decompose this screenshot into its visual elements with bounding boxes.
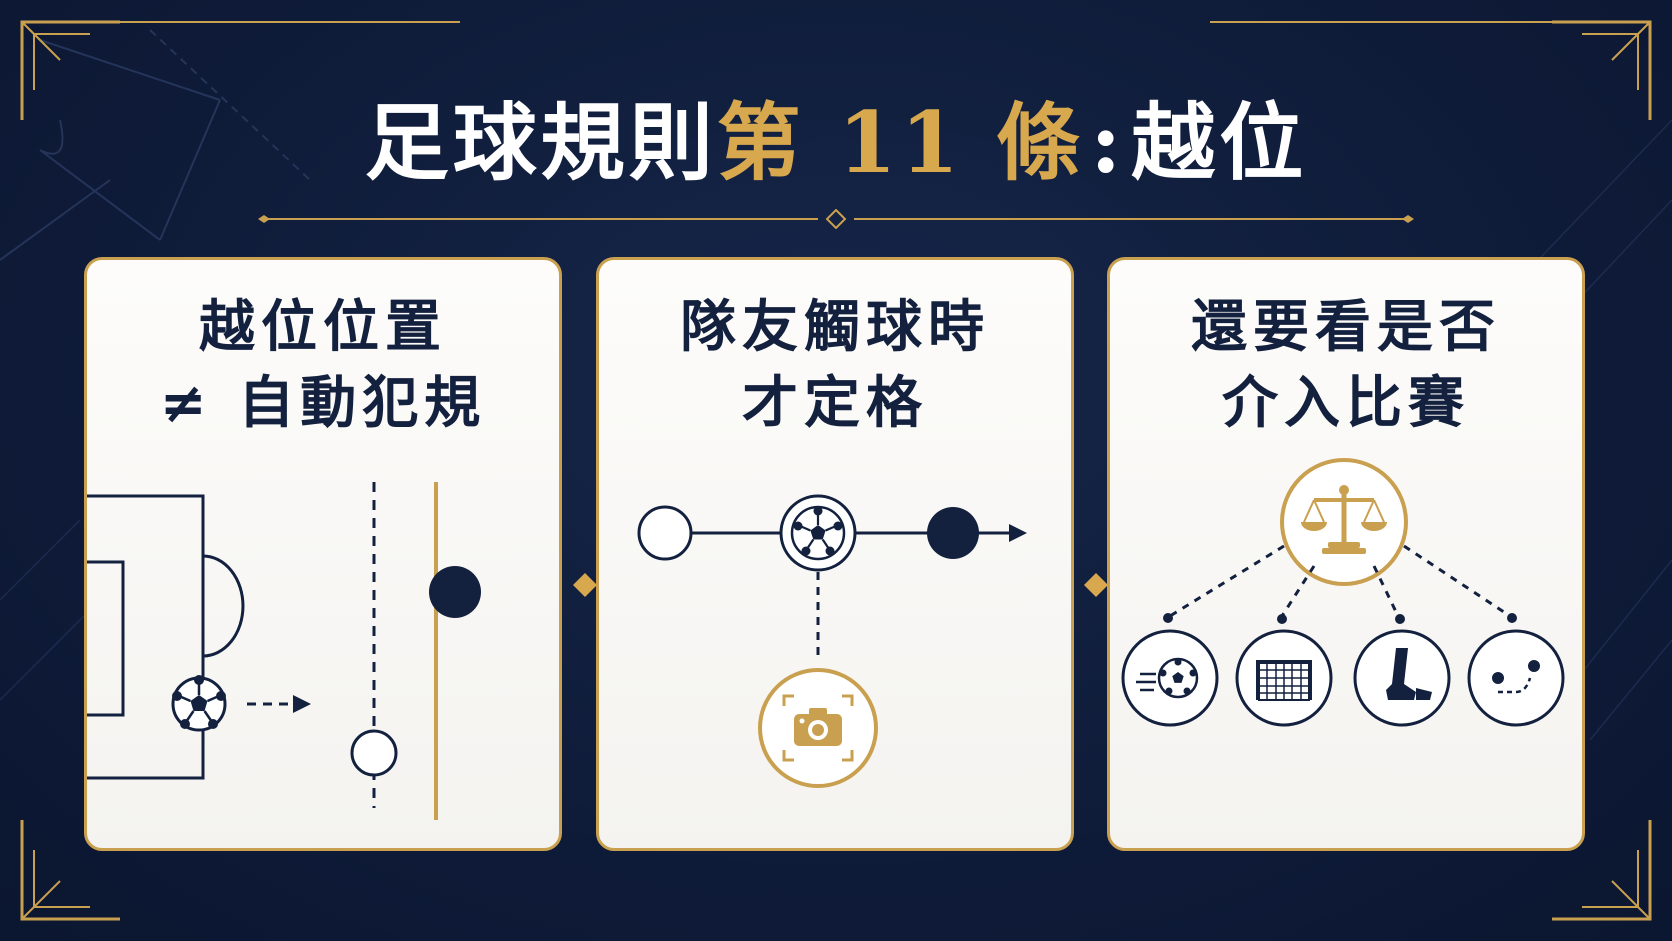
goal-icon — [1235, 629, 1333, 727]
card-interfering-with-play: 還要看是否 介入比賽 — [1107, 257, 1585, 851]
scales-icon — [1280, 458, 1408, 586]
branch-lines — [1169, 544, 1511, 618]
leg-tackle-icon — [1353, 629, 1451, 727]
card-1-line-2: ≠ 自動犯規 — [159, 371, 487, 436]
card-1-title: 越位位置 ≠ 自動犯規 — [87, 290, 559, 442]
card-2-title: 隊友觸球時 才定格 — [599, 290, 1071, 442]
attacker-dot — [350, 729, 398, 777]
connector-diamond-2 — [1084, 573, 1108, 597]
corner-ornament-top-right — [1210, 20, 1652, 120]
corner-ornament-bottom-left — [20, 820, 120, 921]
teammate-circle — [637, 505, 693, 561]
title-colon: : — [1090, 93, 1126, 192]
receiver-dot — [927, 507, 979, 559]
card-3-title: 還要看是否 介入比賽 — [1110, 290, 1582, 442]
soccer-ball-icon — [779, 494, 857, 572]
title-divider — [258, 209, 1414, 229]
corner-ornament-bottom-right — [1552, 820, 1652, 921]
corner-ornament-top-left — [20, 20, 460, 120]
path-icon — [1467, 629, 1565, 727]
card-2-line-1: 隊友觸球時 — [680, 295, 990, 360]
penalty-box — [87, 494, 245, 780]
title-part-offside: 越位 — [1131, 93, 1308, 192]
card-offside-position: 越位位置 ≠ 自動犯規 — [84, 257, 562, 851]
page-title: 足球規則第 11 條:越位 — [0, 88, 1672, 198]
branch-endpoints — [1163, 613, 1517, 624]
pitch-sketch — [0, 29, 311, 261]
card-3-diagram — [1121, 458, 1565, 727]
card-2-diagram — [637, 494, 1027, 788]
card-frozen-moment: 隊友觸球時 才定格 — [596, 257, 1074, 851]
card-2-line-2: 才定格 — [742, 371, 928, 436]
camera-icon — [758, 668, 878, 788]
title-part-law-number: 第 11 條 — [716, 93, 1085, 192]
card-1-diagram — [87, 482, 481, 820]
card-3-line-2: 介入比賽 — [1222, 371, 1470, 436]
dashed-arrow — [247, 695, 311, 713]
ball-speed-icon — [1121, 629, 1219, 727]
card-3-line-1: 還要看是否 — [1191, 295, 1501, 360]
card-1-line-1: 越位位置 — [199, 295, 447, 360]
title-part-rules: 足球規則 — [364, 93, 717, 192]
soccer-ball-icon — [171, 675, 227, 732]
connector-diamond-1 — [573, 573, 597, 597]
arrow-right — [1009, 524, 1027, 542]
defender-dot — [429, 566, 481, 618]
